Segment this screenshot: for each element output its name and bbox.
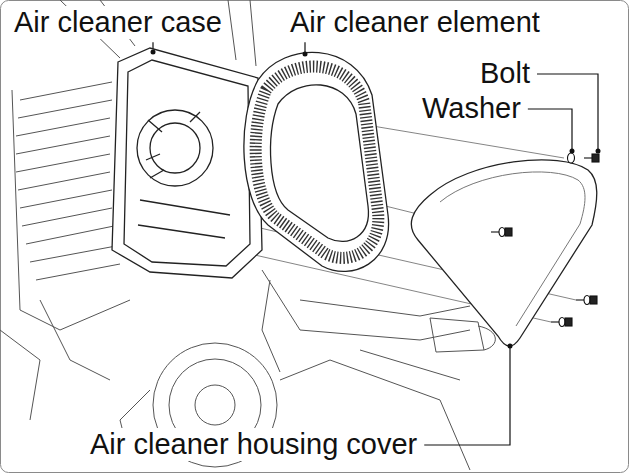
bolts <box>584 296 590 305</box>
air-cleaner-element <box>244 52 389 271</box>
air-cleaner-case <box>138 200 230 238</box>
leader-lines <box>424 346 510 445</box>
leader-dots <box>151 50 156 55</box>
bolts <box>491 228 512 237</box>
air-cleaner-element <box>244 52 389 271</box>
bolts <box>499 228 505 237</box>
bolts <box>505 228 512 236</box>
bolts <box>559 318 565 327</box>
air-cleaner-case <box>124 60 250 266</box>
engine-background <box>300 300 470 316</box>
part-label: Air cleaner element <box>288 6 542 39</box>
leader-dots <box>596 149 601 154</box>
bolts <box>568 153 575 163</box>
housing-cover <box>411 160 596 346</box>
engine-background <box>12 90 130 330</box>
air-cleaner-element <box>271 85 369 242</box>
bolts <box>576 296 597 305</box>
engine-background <box>262 280 280 372</box>
bolts <box>590 296 597 304</box>
leader-dots <box>508 344 513 349</box>
bolts <box>565 318 572 326</box>
bolts <box>551 318 572 327</box>
bolts <box>584 157 592 158</box>
engine-background <box>40 300 110 380</box>
air-cleaner-case <box>112 48 262 278</box>
leader-dots <box>303 52 308 57</box>
air-cleaner-case <box>146 112 200 178</box>
air-cleaner-case <box>150 123 200 173</box>
air-cleaner-case <box>112 48 262 278</box>
bolts <box>592 154 599 162</box>
housing-cover <box>440 172 585 326</box>
part-label: Bolt <box>478 57 532 90</box>
engine-background <box>16 82 120 280</box>
bolts <box>491 153 599 327</box>
part-label: Air cleaner case <box>12 6 224 39</box>
engine-background <box>195 385 235 425</box>
engine-background <box>430 318 484 352</box>
bolts <box>568 153 575 163</box>
part-label: Washer <box>420 92 523 125</box>
housing-cover <box>411 160 596 346</box>
engine-background <box>228 0 256 66</box>
air-cleaner-element <box>256 67 379 258</box>
air-cleaner-case <box>137 110 213 186</box>
part-label: Air cleaner housing cover <box>88 428 419 461</box>
bolts <box>584 154 599 162</box>
engine-background <box>0 330 40 420</box>
leader-dots <box>151 50 601 349</box>
leader-dots <box>570 149 575 154</box>
leader-lines <box>528 109 572 150</box>
leader-lines <box>537 74 598 150</box>
